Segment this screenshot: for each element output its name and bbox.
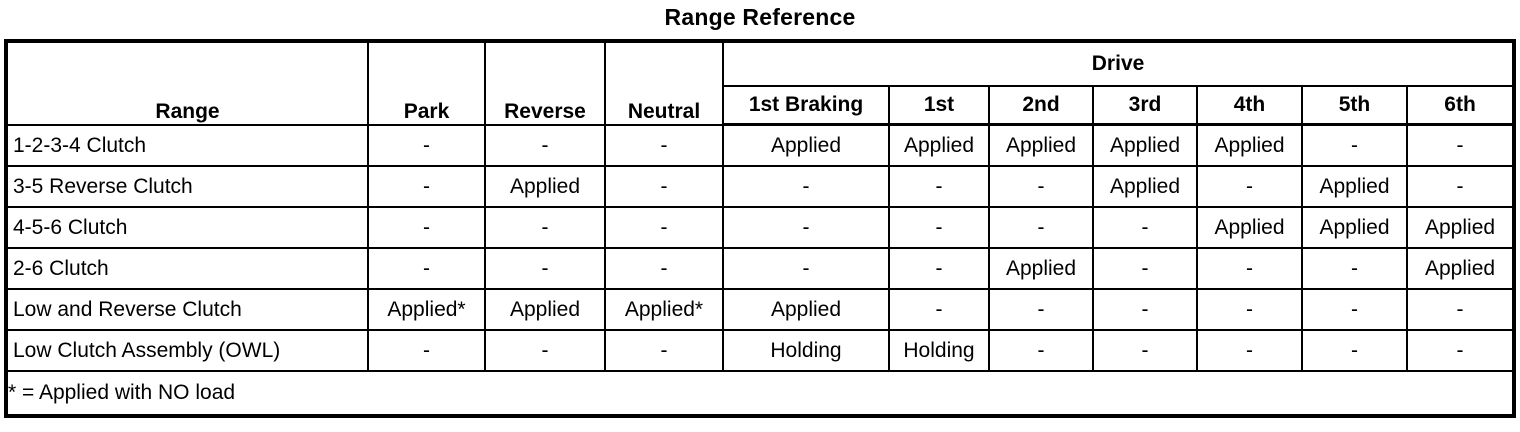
value-cell: - [1405,288,1516,331]
value-cell: - [1301,123,1408,167]
value-cell: - [604,247,724,290]
header-cell-1st: 1st [888,85,990,126]
value-cell: Applied [988,123,1094,167]
value-cell: Applied [484,288,606,331]
value-cell: - [1092,329,1198,372]
table-row: 3-5 Reverse Clutch-Applied----Applied-Ap… [5,165,1516,208]
value-cell: - [604,329,724,372]
value-cell: - [367,123,486,167]
value-cell: - [484,206,606,249]
row-label: 2-6 Clutch [5,247,369,290]
value-cell: - [988,329,1094,372]
value-cell: Applied [888,123,990,167]
value-cell: - [722,247,890,290]
value-cell: Applied* [367,288,486,331]
row-label: 1-2-3-4 Clutch [5,123,369,167]
value-cell: - [484,329,606,372]
value-cell: Applied [722,123,890,167]
header-cell-park: Park [367,40,486,126]
value-cell: - [888,247,990,290]
value-cell: - [604,165,724,208]
row-label: 3-5 Reverse Clutch [5,165,369,208]
table-header: Range Park Reverse Neutral Drive 1st Bra… [5,40,1516,126]
value-cell: Applied [1405,206,1516,249]
value-cell: Holding [722,329,890,372]
value-cell: - [722,206,890,249]
value-cell: - [888,288,990,331]
table-title: Range Reference [664,4,856,30]
value-cell: - [484,247,606,290]
row-label: 4-5-6 Clutch [5,206,369,249]
footnote-cell: * = Applied with NO load [4,370,1516,417]
value-cell: - [1196,288,1303,331]
table-row: 2-6 Clutch-----Applied---Applied [5,247,1516,290]
value-cell: Applied* [604,288,724,331]
header-cell-2nd: 2nd [988,85,1094,126]
value-cell: - [1196,329,1303,372]
value-cell: Applied [484,165,606,208]
value-cell: - [1405,165,1516,208]
row-label: Low Clutch Assembly (OWL) [5,329,369,372]
range-reference-table: Range Park Reverse Neutral Drive 1st Bra… [4,39,1517,418]
value-cell: - [888,165,990,208]
value-cell: - [1301,247,1408,290]
value-cell: - [1092,247,1198,290]
value-cell: Applied [1196,123,1303,167]
value-cell: - [1301,329,1408,372]
header-cell-6th: 6th [1405,85,1516,126]
value-cell: Applied [1092,123,1198,167]
value-cell: - [604,206,724,249]
header-cell-1st-braking: 1st Braking [722,85,890,126]
header-cell-reverse: Reverse [484,40,606,126]
value-cell: - [367,329,486,372]
value-cell: Applied [1092,165,1198,208]
header-group-row: Range Park Reverse Neutral Drive [5,40,1516,126]
value-cell: - [1092,206,1198,249]
value-cell: Applied [722,288,890,331]
value-cell: Applied [1196,206,1303,249]
header-cell-3rd: 3rd [1092,85,1198,126]
value-cell: - [1196,247,1303,290]
value-cell: - [722,165,890,208]
header-cell-range: Range [5,40,369,126]
value-cell: - [888,206,990,249]
value-cell: - [1405,329,1516,372]
value-cell: - [1405,123,1516,167]
header-cell-drive-group: Drive [721,40,1516,87]
value-cell: Applied [1301,165,1408,208]
value-cell: Applied [988,247,1094,290]
value-cell: - [367,165,486,208]
value-cell: Applied [1405,247,1516,290]
value-cell: - [988,165,1094,208]
footnote-row: * = Applied with NO load [4,370,1516,417]
value-cell: - [484,123,606,167]
value-cell: - [367,247,486,290]
header-cell-5th: 5th [1301,85,1408,126]
value-cell: - [988,206,1094,249]
value-cell: - [1196,165,1303,208]
row-label: Low and Reverse Clutch [5,288,369,331]
value-cell: Holding [888,329,990,372]
value-cell: - [367,206,486,249]
value-cell: - [1301,288,1408,331]
table-footer: * = Applied with NO load [4,370,1516,417]
value-cell: - [988,288,1094,331]
header-cell-neutral: Neutral [604,40,724,126]
header-label-row: 1st Braking 1st 2nd 3rd 4th 5th 6th [6,85,1516,126]
value-cell: - [604,123,724,167]
header-cell-4th: 4th [1196,85,1303,126]
value-cell: Applied [1301,206,1408,249]
value-cell: - [1092,288,1198,331]
